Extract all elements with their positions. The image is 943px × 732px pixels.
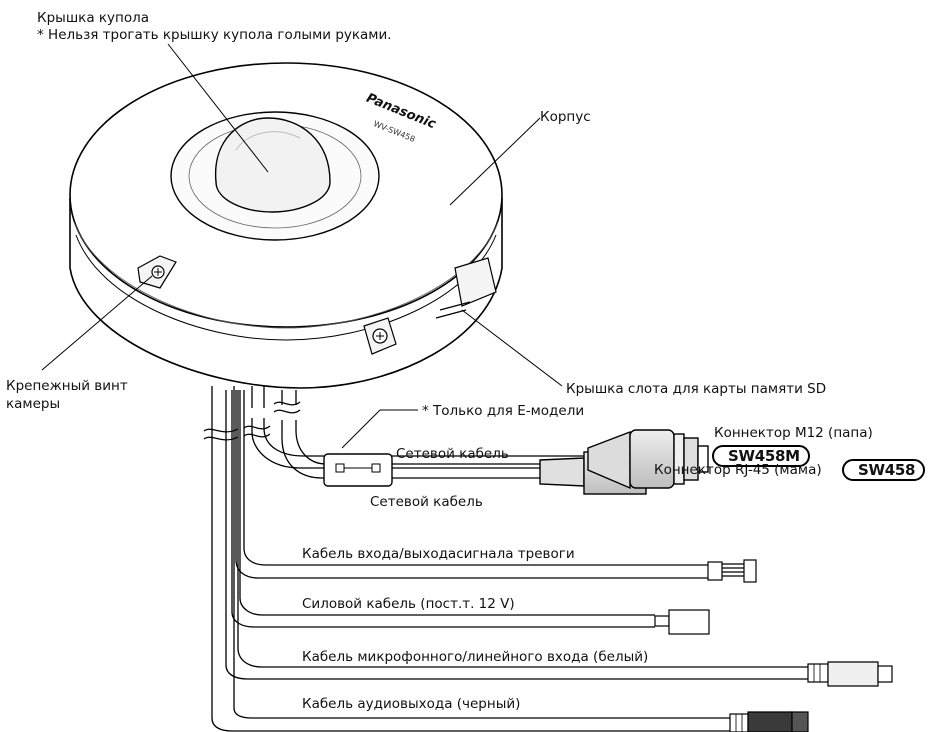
leader-lines: [41, 43, 563, 449]
cable-break-marks: [203, 401, 301, 441]
m12-label: Коннектор M12 (папа): [714, 425, 873, 441]
cable-bundle: [211, 386, 808, 732]
fixing-screw-right-icon: [363, 317, 397, 355]
sd-cover-label: Крышка слота для карты памяти SD: [566, 381, 827, 397]
body-label: Корпус: [540, 109, 591, 125]
e-model-note: * Только для E-модели: [422, 403, 585, 419]
audio-out-connector: [729, 711, 809, 732]
camera-body: [69, 62, 503, 389]
m12-connector: [587, 429, 709, 490]
power-cable-label: Силовой кабель (пост.т. 12 V): [302, 596, 515, 612]
sw458-badge: SW458: [842, 459, 926, 481]
dome-cover-note: * Нельзя трогать крышку купола голыми ру…: [37, 27, 392, 43]
sw458m-badge: SW458M: [712, 445, 810, 467]
dome-assembly: [170, 111, 380, 241]
audio-out-cable-label: Кабель аудиовыхода (черный): [302, 696, 521, 712]
mic-connector: [807, 661, 893, 687]
fixing-screw-label-line1: Крепежный винт: [6, 378, 128, 394]
network-cable-label-1: Сетевой кабель: [396, 446, 509, 462]
alarm-connector: [707, 559, 757, 583]
alarm-cable-label: Кабель входа/выходасигнала тревоги: [302, 546, 575, 562]
sd-slot: [435, 257, 497, 319]
ferrite-core: [323, 453, 393, 487]
power-connector: [654, 609, 710, 635]
fixing-screw-label-line2: камеры: [6, 396, 61, 412]
mic-cable-label: Кабель микрофонного/линейного входа (бел…: [302, 649, 649, 665]
network-cable-label-2: Сетевой кабель: [370, 494, 483, 510]
dome-cover-label: Крышка купола: [37, 10, 150, 26]
